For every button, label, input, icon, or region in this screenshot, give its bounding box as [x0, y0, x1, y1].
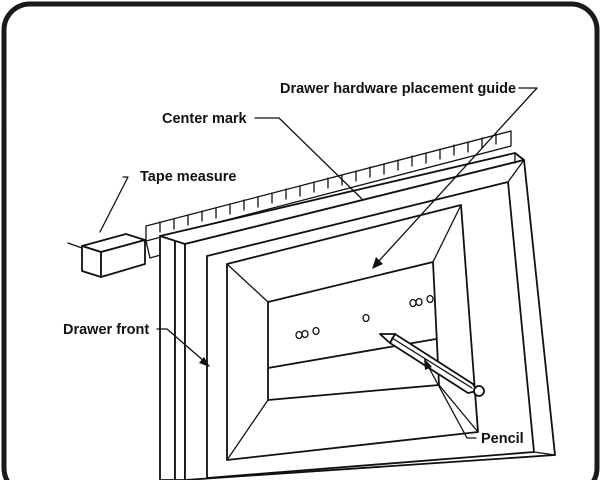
label-center-mark: Center mark — [162, 111, 248, 127]
drawer-side-mid — [174, 239, 186, 480]
hole-right-3 — [426, 294, 434, 304]
pencil-eraser — [473, 385, 485, 397]
leader-pencil — [427, 365, 477, 439]
tape-case-top — [81, 245, 102, 278]
drawing-art: Drawer hardware placement guide Center m… — [63, 81, 556, 480]
tape-case-side — [100, 239, 146, 278]
leader-drawer-front-arrow — [199, 357, 210, 367]
drawer-front — [159, 152, 556, 480]
label-tape-measure: Tape measure — [140, 169, 236, 185]
leader-guide — [377, 87, 538, 263]
pencil-tip — [379, 333, 396, 344]
hardware-marks — [295, 294, 434, 340]
drawer-side-left — [159, 235, 176, 480]
hole-center — [362, 313, 370, 323]
pencil — [379, 333, 485, 397]
leader-tape-measure — [99, 176, 129, 233]
leader-center-mark — [254, 117, 363, 200]
leader-pencil-arrow — [424, 358, 432, 370]
leader-lines — [99, 87, 538, 439]
hole-right-2 — [415, 297, 423, 307]
hole-left-3 — [312, 326, 320, 336]
label-drawer-front: Drawer front — [63, 322, 149, 338]
leader-guide-arrow — [372, 257, 383, 269]
label-hardware-guide: Drawer hardware placement guide — [280, 81, 516, 97]
leader-drawer-front — [156, 328, 206, 363]
label-pencil: Pencil — [481, 431, 524, 447]
hole-left-2 — [301, 329, 309, 339]
tape-measure — [67, 130, 512, 278]
